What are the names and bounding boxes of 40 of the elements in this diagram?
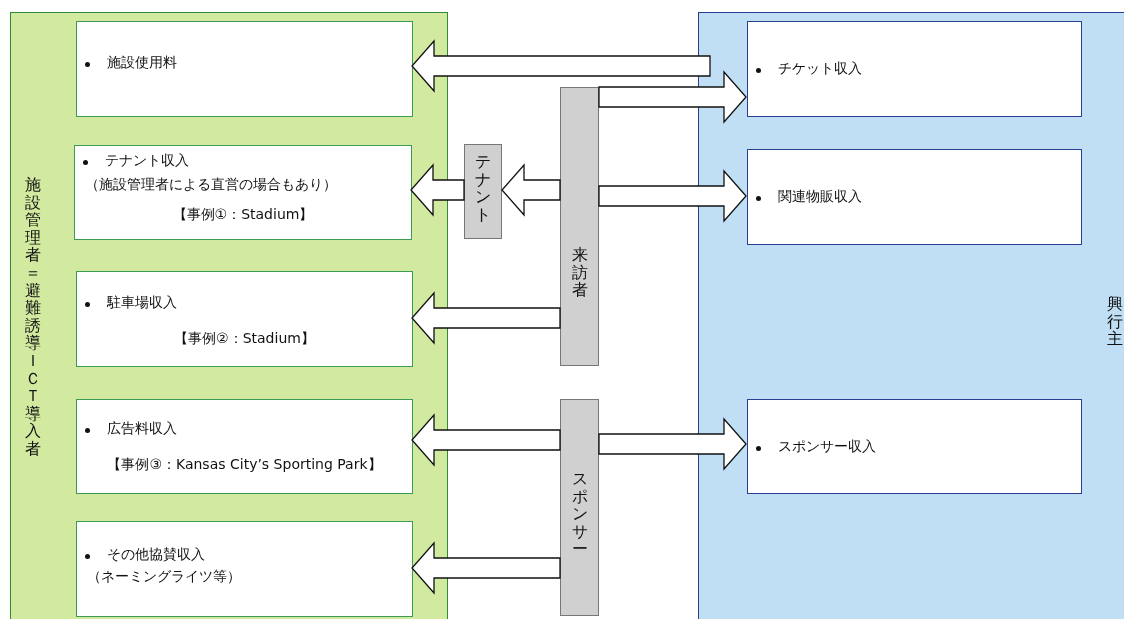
revenue-item: テナント収入	[105, 152, 189, 170]
block-arrow	[410, 163, 465, 217]
revenue-item: 駐車場収入	[107, 294, 177, 312]
revenue-item: 広告料収入	[107, 420, 177, 438]
revenue-item: チケット収入	[778, 60, 862, 78]
party-bar	[560, 87, 599, 366]
item-note: （ネーミングライツ等）	[87, 568, 241, 586]
block-arrow	[598, 169, 747, 223]
revenue-box	[747, 149, 1082, 245]
party-label: テナント	[475, 153, 491, 224]
revenue-item: 施設使用料	[107, 54, 177, 72]
revenue-box	[74, 145, 412, 240]
block-arrow	[411, 541, 561, 595]
block-arrow	[598, 417, 747, 471]
block-arrow	[411, 39, 711, 93]
block-arrow	[411, 413, 561, 467]
block-arrow	[598, 70, 747, 124]
revenue-box	[76, 21, 413, 117]
party-label: スポンサー	[571, 470, 588, 558]
revenue-item: その他協賛収入	[107, 546, 205, 564]
panel-title: 施設管理者＝避難誘導ＩＣＴ導入者	[25, 176, 41, 458]
revenue-box	[747, 21, 1082, 117]
example-note: 【事例①：Stadium】	[171, 206, 315, 224]
revenue-box	[747, 399, 1082, 494]
stakeholder-panel	[10, 12, 448, 619]
example-note: 【事例②：Stadium】	[173, 330, 316, 348]
example-note: 【事例③：Kansas City’s Sporting Park】	[106, 456, 383, 474]
block-arrow	[411, 291, 561, 345]
party-bar	[464, 144, 502, 239]
item-note: （施設管理者による直営の場合もあり）	[85, 176, 337, 194]
stakeholder-panel	[698, 12, 1124, 619]
revenue-box	[76, 399, 413, 494]
revenue-box	[76, 521, 413, 617]
party-bar	[560, 399, 599, 616]
party-label: 来訪者	[571, 246, 588, 299]
panel-title: 興行主	[1107, 295, 1123, 348]
block-arrow	[501, 163, 561, 217]
revenue-box	[76, 271, 413, 367]
revenue-item: 関連物販収入	[778, 188, 862, 206]
revenue-item: スポンサー収入	[778, 438, 876, 456]
